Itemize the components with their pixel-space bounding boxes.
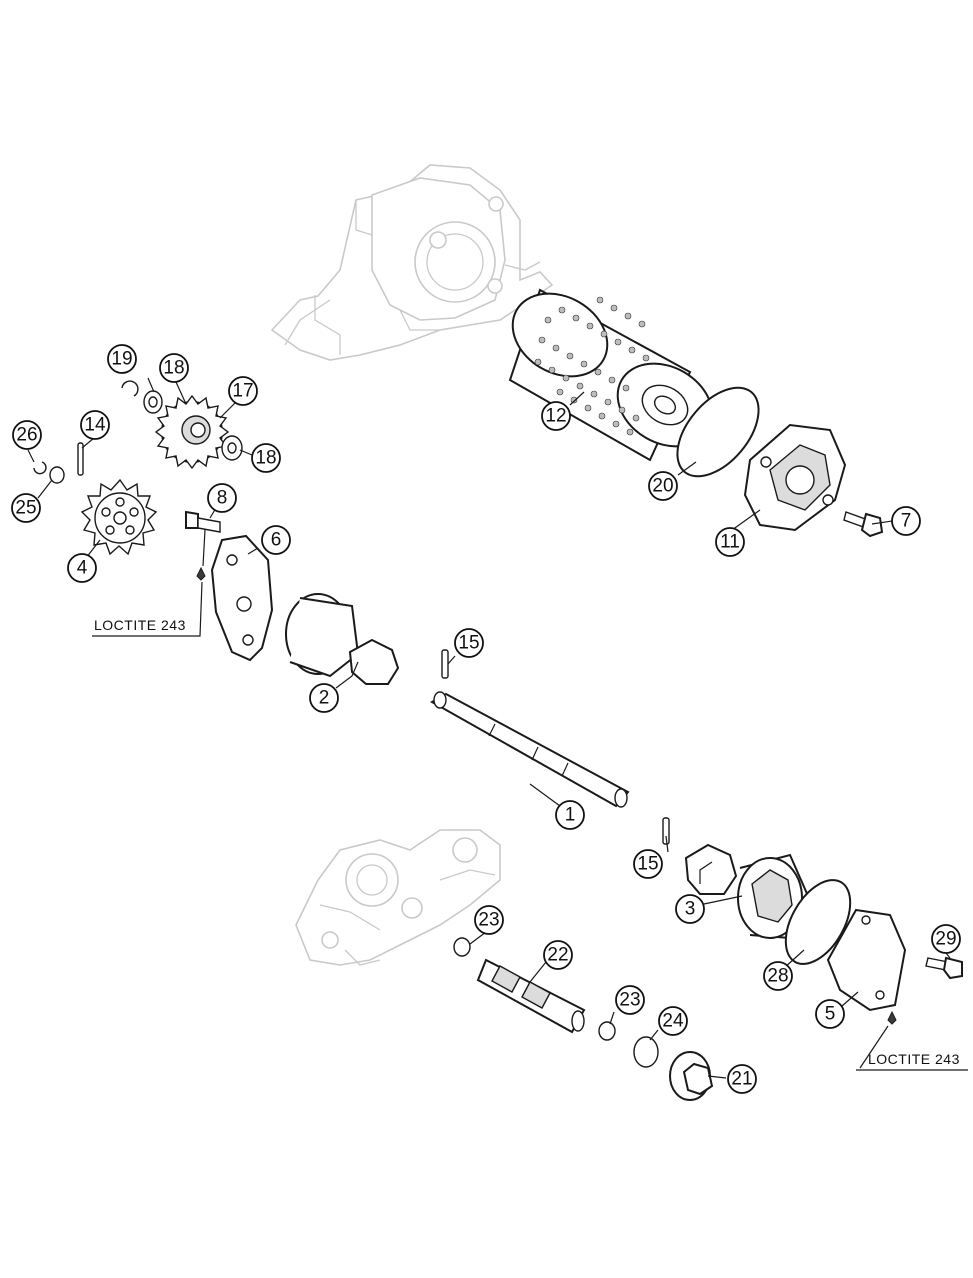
loctite-note-top: LOCTITE 243: [94, 617, 186, 633]
callout-18-upper: 18: [159, 353, 189, 383]
callout-15-lower: 15: [633, 849, 663, 879]
callout-14: 14: [80, 410, 110, 440]
filter-cover: [743, 423, 847, 532]
svg-text:15: 15: [637, 854, 658, 875]
svg-text:11: 11: [720, 532, 740, 553]
callout-26: 26: [12, 420, 42, 450]
svg-text:21: 21: [731, 1069, 752, 1090]
callout-17: 17: [228, 376, 258, 406]
svg-text:12: 12: [545, 406, 566, 427]
svg-text:24: 24: [662, 1011, 684, 1032]
callout-19: 19: [107, 344, 137, 374]
svg-text:26: 26: [16, 425, 37, 446]
washer-25: [49, 466, 65, 484]
svg-text:25: 25: [15, 498, 36, 519]
engine-case-ghost-top: [270, 164, 554, 361]
callout-5: 5: [815, 999, 845, 1029]
clip-26: [33, 461, 47, 475]
svg-text:8: 8: [217, 488, 228, 509]
svg-text:3: 3: [685, 899, 696, 920]
svg-text:LOCTITE 243: LOCTITE 243: [94, 617, 186, 633]
pump-rotor-inner-lower: [684, 843, 738, 895]
svg-text:7: 7: [901, 511, 912, 532]
washer-18a-hole: [148, 396, 158, 408]
drain-plug: [669, 1051, 714, 1101]
pin-15-upper: [441, 649, 449, 679]
engine-case-ghost-bottom: [295, 829, 501, 966]
bolt-7: [843, 511, 884, 538]
svg-text:5: 5: [825, 1004, 836, 1025]
callout-28: 28: [763, 961, 793, 991]
callout-20: 20: [648, 471, 678, 501]
gear-4: [80, 478, 158, 556]
svg-text:17: 17: [232, 381, 253, 402]
svg-text:LOCTITE 243: LOCTITE 243: [868, 1051, 960, 1067]
callout-8: 8: [207, 483, 237, 513]
pump-shaft: [429, 691, 630, 808]
pin-14: [77, 442, 84, 476]
svg-text:2: 2: [319, 688, 330, 709]
callout-23-lower: 23: [615, 985, 645, 1015]
svg-text:4: 4: [77, 558, 88, 579]
svg-text:14: 14: [84, 415, 106, 436]
pump-rotor-inner-upper: [348, 638, 400, 685]
o-ring-23b: [598, 1021, 616, 1041]
callout-12: 12: [541, 401, 571, 431]
svg-text:23: 23: [619, 990, 640, 1011]
pump-rotor-outer-upper: [285, 593, 360, 678]
callout-11: 11: [715, 527, 745, 557]
svg-text:29: 29: [935, 929, 956, 950]
svg-text:18: 18: [163, 358, 184, 379]
svg-text:20: 20: [652, 476, 673, 497]
callout-18-lower: 18: [251, 443, 281, 473]
callout-15-upper: 15: [454, 628, 484, 658]
washer-18b-hole: [227, 442, 237, 454]
pump-cover-5: [826, 908, 907, 1012]
o-ring-20: [676, 386, 760, 478]
callout-23-upper: 23: [474, 905, 504, 935]
svg-text:22: 22: [547, 945, 568, 966]
svg-text:18: 18: [255, 448, 276, 469]
leader-lines: [27, 377, 968, 1079]
callout-6: 6: [261, 525, 291, 555]
gear-17: [154, 394, 230, 470]
circlip-19: [121, 380, 139, 397]
svg-text:15: 15: [458, 633, 479, 654]
bolt-29: [925, 956, 963, 980]
loctite-note-bottom: LOCTITE 243: [868, 1051, 960, 1067]
threadlock-drop-bottom: [887, 1010, 897, 1025]
callout-24: 24: [658, 1006, 688, 1036]
callout-21: 21: [727, 1064, 757, 1094]
svg-text:23: 23: [478, 910, 499, 931]
bolt-8: [185, 510, 221, 533]
callout-2: 2: [309, 683, 339, 713]
callout-4: 4: [67, 553, 97, 583]
pin-15-lower: [662, 817, 670, 845]
oil-strainer: [476, 958, 586, 1034]
o-ring-28: [784, 879, 852, 965]
callout-1: 1: [555, 800, 585, 830]
callout-25: 25: [11, 493, 41, 523]
svg-text:1: 1: [565, 805, 576, 826]
callout-29: 29: [931, 924, 961, 954]
svg-text:28: 28: [767, 966, 788, 987]
o-ring-24: [633, 1036, 659, 1068]
callout-7: 7: [891, 506, 921, 536]
threadlock-drop-top: [196, 566, 206, 581]
callout-22: 22: [543, 940, 573, 970]
svg-text:6: 6: [271, 530, 282, 551]
o-ring-23a: [453, 937, 471, 957]
callout-3: 3: [675, 894, 705, 924]
svg-text:19: 19: [111, 349, 132, 370]
